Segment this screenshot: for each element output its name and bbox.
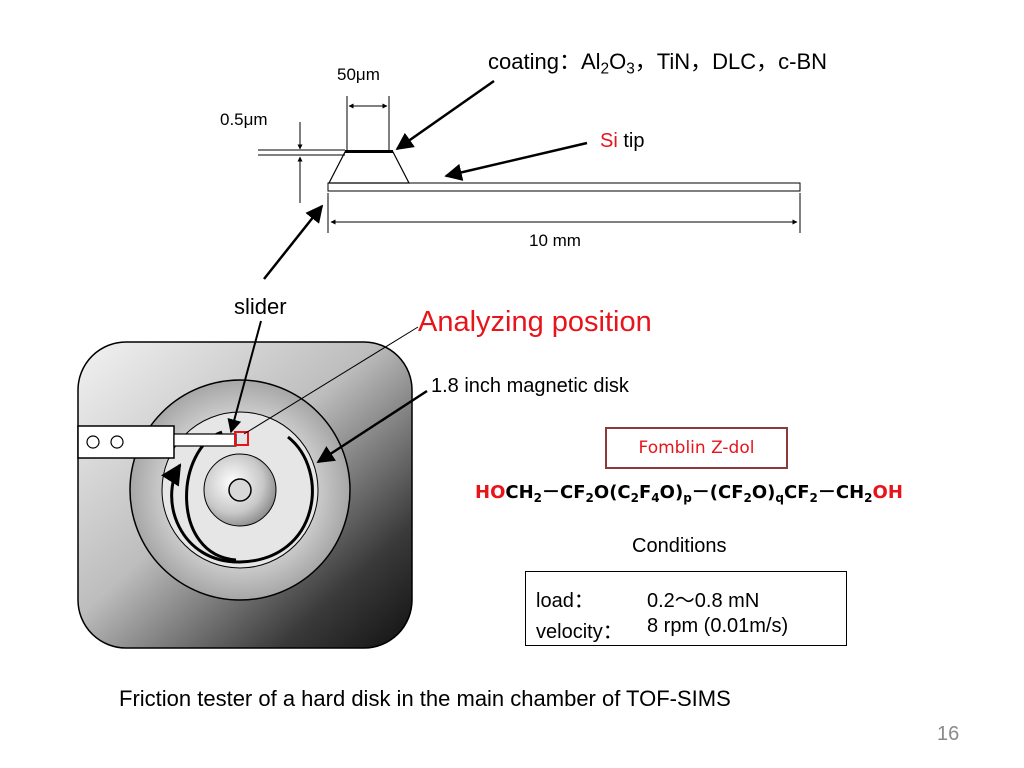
slide-caption: Friction tester of a hard disk in the ma… [119, 686, 731, 711]
coating-label: coating：Al2O3，TiN，DLC，c-BN [488, 49, 828, 78]
spindle-hole [228, 478, 252, 502]
condition-velocity-label: velocity： [536, 621, 623, 643]
condition-velocity-value: 8 rpm (0.01m/s) [647, 615, 789, 637]
fomblin-box: Fomblin Z-dol [605, 427, 788, 469]
page-number: 16 [937, 723, 960, 745]
length-dimension-label: 10 mm [529, 231, 581, 250]
conditions-box: load： 0.2～0.8 mN velocity： 8 rpm (0.01m/… [525, 571, 847, 646]
analyzing-position-marker [234, 431, 249, 446]
arm-screw-right [110, 435, 124, 449]
conditions-title: Conditions [632, 535, 727, 557]
slider-label: slider [234, 294, 287, 319]
analyzing-position-label: Analyzing position [418, 306, 652, 338]
cantilever-beam [327, 182, 801, 192]
width-dimension-label: 50μm [337, 65, 380, 84]
rotation-arrow-outer [161, 435, 314, 564]
slider-pointer-arrow [227, 320, 262, 434]
si-tip-trapezoid [328, 151, 410, 184]
fomblin-label: Fomblin Z-dol [638, 438, 755, 458]
arm-screw-left [86, 435, 100, 449]
analyzing-position-line [243, 326, 419, 435]
disk-pointer-arrow [316, 389, 428, 464]
coating-layer [345, 150, 393, 153]
si-tip-label: Si tip [600, 130, 645, 152]
slider-cross-section [258, 79, 801, 280]
coating-pointer-arrow [395, 79, 495, 151]
condition-load-label: load： [536, 590, 594, 612]
slider-arm-base [77, 425, 175, 459]
slider-arm [173, 433, 237, 447]
thickness-dimension-label: 0.5μm [220, 110, 268, 129]
si-tip-pointer-arrow [444, 141, 588, 181]
magnetic-disk-label: 1.8 inch magnetic disk [431, 375, 629, 397]
slider-up-arrow [263, 204, 324, 280]
disk-tester [77, 320, 428, 649]
chemical-formula: HOCH2－CF2O(C2F4O)p－(CF2O)qCF2－CH2OH [475, 482, 903, 506]
condition-load-value: 0.2～0.8 mN [647, 590, 760, 612]
